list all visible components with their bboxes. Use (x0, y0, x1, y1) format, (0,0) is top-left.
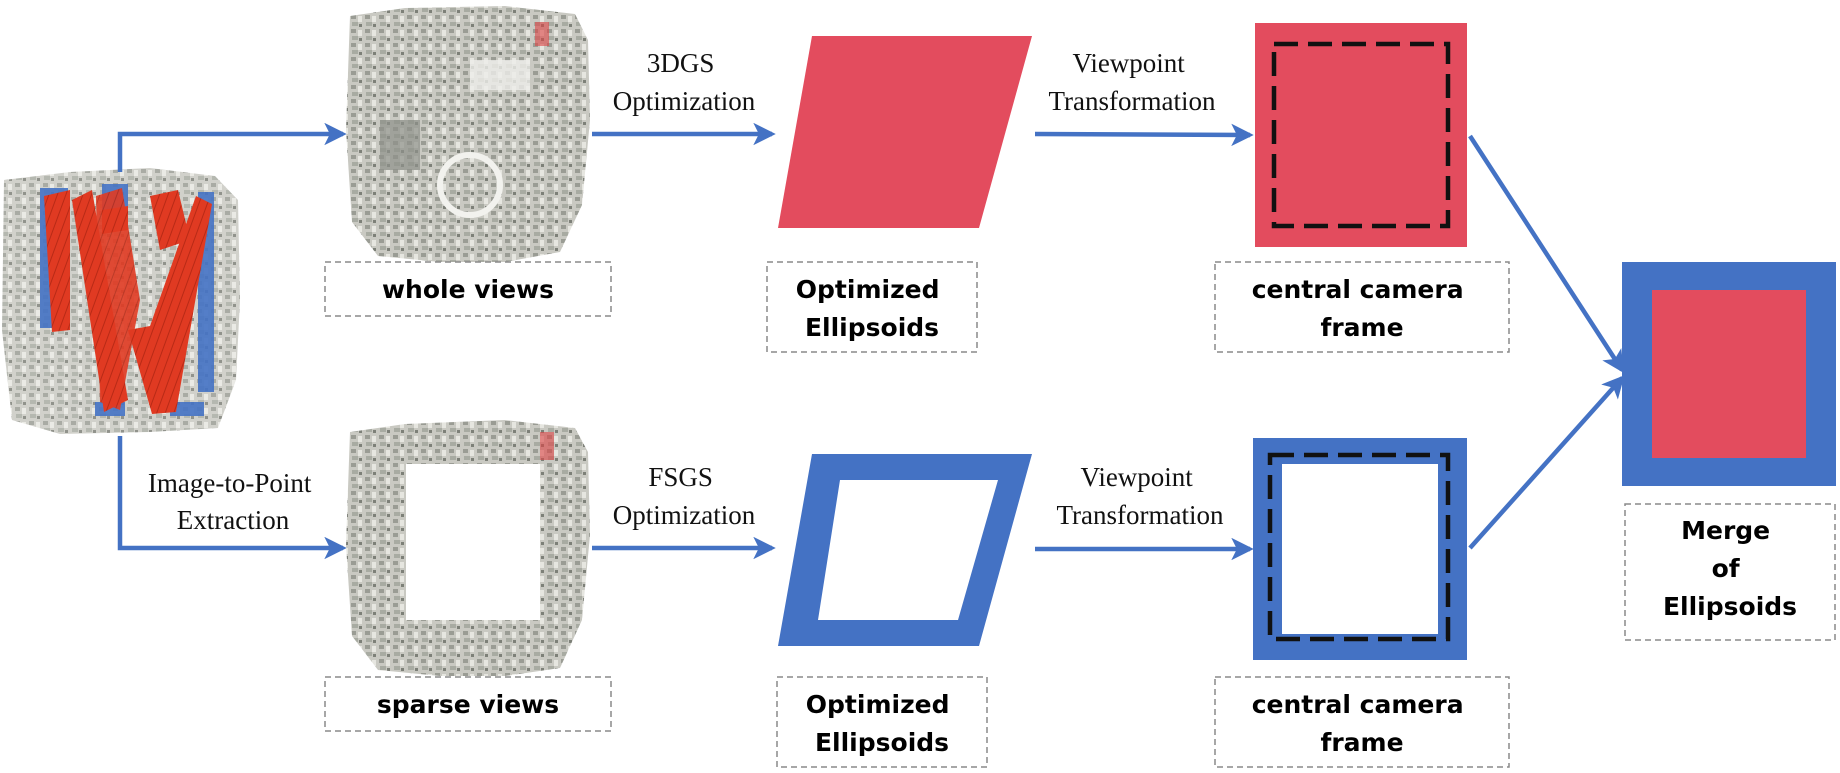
optimized-ellipsoids-blue-shape (778, 454, 1032, 646)
top-optimization-label: 3DGS Optimization (613, 48, 756, 116)
merge-red-square (1652, 290, 1806, 458)
bottom-optimization-label: FSGS Optimization (613, 462, 756, 530)
bottom-branch-arrow (117, 436, 347, 560)
whole-views-label-box (324, 261, 612, 317)
top-merge-arrow (1468, 134, 1625, 374)
top-frame-label: central camera frame (1252, 275, 1473, 342)
optimized-ellipsoids-red-shape (778, 36, 1032, 228)
bottom-frame-label-box (1214, 676, 1510, 768)
sparse-views-mask (406, 464, 540, 620)
top-viewpoint-arrow (1034, 123, 1254, 147)
sparse-views-label-box (324, 676, 612, 732)
bottom-camera-frame-blue (1253, 438, 1467, 660)
whole-views-image (346, 6, 590, 262)
top-branch-arrow (117, 122, 347, 172)
bottom-viewpoint-label: Viewpoint Transformation (1057, 462, 1224, 530)
bottom-camera-dashed-frame (1267, 452, 1451, 642)
bottom-ellipsoids-label-box (776, 676, 988, 768)
sparse-views-image (346, 420, 590, 676)
merge-label-box (1624, 503, 1836, 641)
bottom-merge-arrow (1468, 375, 1625, 550)
bottom-frame-label: central camera frame (1252, 690, 1473, 757)
whole-views-label: whole views (382, 275, 554, 304)
sparse-views-label: sparse views (377, 690, 559, 719)
top-frame-label-box (1214, 261, 1510, 353)
extraction-label: Image-to-Point Extraction (148, 468, 318, 535)
trajectory-map-image (2, 168, 240, 434)
top-viewpoint-label: Viewpoint Transformation (1049, 48, 1216, 116)
merge-label: Merge of Ellipsoids (1663, 516, 1797, 621)
top-camera-frame-red (1255, 23, 1467, 247)
top-ellipsoids-label-box (766, 261, 978, 353)
top-camera-dashed-frame (1271, 41, 1451, 229)
bottom-ellipsoids-label: Optimized Ellipsoids (806, 690, 958, 757)
top-ellipsoids-label: Optimized Ellipsoids (796, 275, 948, 342)
